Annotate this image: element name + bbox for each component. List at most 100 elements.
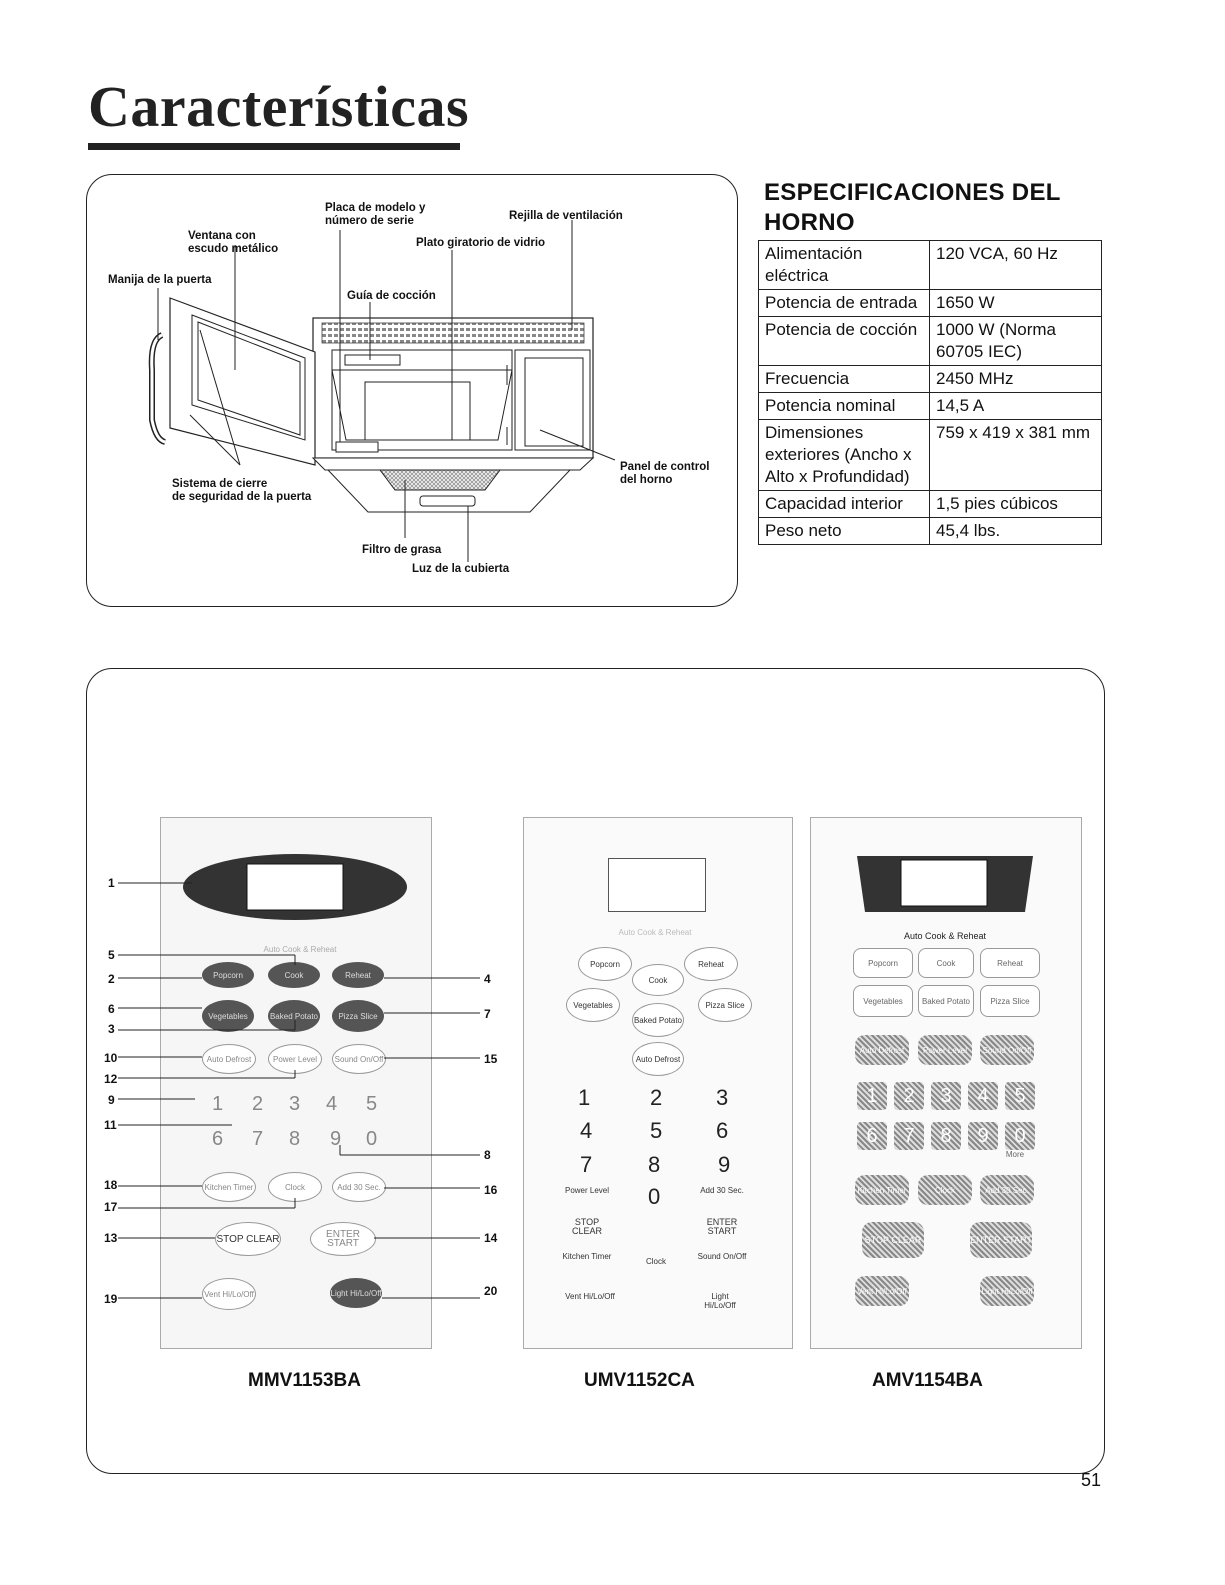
sound-button-2[interactable]: Sound On/Off xyxy=(697,1252,747,1261)
stop-clear-button-1[interactable]: STOP CLEAR xyxy=(215,1222,281,1256)
stop-clear-button-3[interactable]: STOP CLEAR xyxy=(862,1222,924,1258)
spec-value: 2450 MHz xyxy=(929,365,1102,393)
cook-button-2[interactable]: Cook xyxy=(632,964,684,996)
number-key-4[interactable]: 4 xyxy=(326,1093,338,1115)
callout-number: 5 xyxy=(108,948,115,962)
reheat-button-2[interactable]: Reheat xyxy=(684,947,738,981)
control-panels-panel xyxy=(86,668,1105,1474)
light-button-3[interactable]: Light Hi/Lo/Off xyxy=(980,1276,1034,1306)
title-underline xyxy=(88,143,460,150)
number-key-4[interactable]: 4 xyxy=(580,1118,593,1143)
number-key-0[interactable]: 0 xyxy=(648,1184,661,1209)
auto-cook-label-2: Auto Cook & Reheat xyxy=(618,928,692,937)
cook-button-3[interactable]: Cook xyxy=(918,948,974,978)
add30-button-3[interactable]: Add 30 Sec. xyxy=(980,1175,1034,1205)
spec-row: Dimensiones exteriores (Ancho x Alto x P… xyxy=(758,419,1102,491)
enter-start-button-3[interactable]: ENTER START xyxy=(970,1222,1032,1258)
baked-potato-button-3[interactable]: Baked Potato xyxy=(918,985,974,1017)
clock-button-2[interactable]: Clock xyxy=(645,1257,666,1266)
number-key-8[interactable]: 8 xyxy=(289,1128,301,1150)
vent-button-1[interactable]: Vent Hi/Lo/Off xyxy=(202,1278,256,1310)
number-key-0[interactable]: 0 xyxy=(366,1128,378,1150)
number-key-2[interactable]: 2 xyxy=(650,1085,663,1110)
spec-value: 14,5 A xyxy=(929,392,1102,420)
number-key-3[interactable]: 3 xyxy=(289,1093,301,1115)
auto-defrost-button-1[interactable]: Auto Defrost xyxy=(202,1044,256,1074)
kitchen-timer-button-1[interactable]: Kitchen Timer xyxy=(202,1172,256,1202)
enter-start-button-2[interactable]: ENTER START xyxy=(706,1217,738,1236)
add30-button-2[interactable]: Add 30 Sec. xyxy=(700,1186,744,1195)
pizza-slice-button-2[interactable]: Pizza Slice xyxy=(698,988,752,1022)
spec-value: 1,5 pies cúbicos xyxy=(929,490,1102,518)
vegetables-button-2[interactable]: Vegetables xyxy=(566,988,620,1022)
callout-number: 15 xyxy=(484,1052,498,1066)
number-key-7[interactable]: 7 xyxy=(894,1122,924,1150)
page-title: Características xyxy=(88,74,470,139)
number-key-2[interactable]: 2 xyxy=(252,1093,264,1115)
baked-potato-button-2[interactable]: Baked Potato xyxy=(632,1003,684,1037)
number-key-5[interactable]: 5 xyxy=(1005,1082,1035,1110)
kitchen-timer-button-3[interactable]: Kitchen Timer xyxy=(855,1175,909,1205)
number-key-5[interactable]: 5 xyxy=(366,1093,378,1115)
kitchen-timer-button-2[interactable]: Kitchen Timer xyxy=(562,1252,612,1261)
popcorn-button-2[interactable]: Popcorn xyxy=(578,947,632,981)
number-key-8[interactable]: 8 xyxy=(931,1122,961,1150)
number-key-6[interactable]: 6 xyxy=(212,1128,224,1150)
number-key-1[interactable]: 1 xyxy=(857,1082,887,1110)
enter-start-button-1[interactable]: ENTER START xyxy=(310,1222,376,1256)
number-key-1[interactable]: 1 xyxy=(578,1085,591,1110)
number-key-8[interactable]: 8 xyxy=(648,1152,661,1177)
baked-potato-button-1[interactable]: Baked Potato xyxy=(268,1000,320,1032)
reheat-button-1[interactable]: Reheat xyxy=(332,962,384,988)
number-key-9[interactable]: 9 xyxy=(718,1152,731,1177)
clock-button-3[interactable]: Clock xyxy=(918,1175,972,1205)
label-glass-turntable: Plato giratorio de vidrio xyxy=(416,237,546,249)
popcorn-button-3[interactable]: Popcorn xyxy=(853,948,913,978)
number-key-3[interactable]: 3 xyxy=(716,1085,729,1110)
number-key-7[interactable]: 7 xyxy=(252,1128,264,1150)
pizza-slice-button-1[interactable]: Pizza Slice xyxy=(332,1000,384,1032)
number-key-7[interactable]: 7 xyxy=(580,1152,593,1177)
spec-name: Frecuencia xyxy=(758,365,930,393)
auto-defrost-button-2[interactable]: Auto Defrost xyxy=(632,1042,684,1076)
power-level-button-3[interactable]: Power Level xyxy=(918,1035,972,1065)
spec-value: 759 x 419 x 381 mm xyxy=(929,419,1102,491)
label-door-handle: Manija de la puerta xyxy=(108,274,212,286)
more-label-3: More xyxy=(1005,1150,1025,1159)
label-grease-filter: Filtro de grasa xyxy=(362,544,442,556)
auto-defrost-button-3[interactable]: Auto Defrost xyxy=(855,1035,909,1065)
popcorn-button-1[interactable]: Popcorn xyxy=(202,962,254,988)
auto-cook-label-3: Auto Cook & Reheat xyxy=(903,931,987,941)
cook-button-1[interactable]: Cook xyxy=(268,962,320,988)
number-key-2[interactable]: 2 xyxy=(894,1082,924,1110)
number-key-4[interactable]: 4 xyxy=(968,1082,998,1110)
vegetables-button-1[interactable]: Vegetables xyxy=(202,1000,254,1032)
callout-number: 7 xyxy=(484,1007,491,1021)
number-key-9[interactable]: 9 xyxy=(330,1128,342,1150)
callout-number: 6 xyxy=(108,1002,115,1016)
power-level-button-1[interactable]: Power Level xyxy=(268,1044,322,1074)
light-button-2[interactable]: Light Hi/Lo/Off xyxy=(704,1292,736,1310)
sound-button-3[interactable]: Sound On/Off xyxy=(980,1035,1034,1065)
add30-button-1[interactable]: Add 30 Sec. xyxy=(332,1172,386,1202)
number-key-0[interactable]: 0 xyxy=(1005,1122,1035,1150)
stop-clear-button-2[interactable]: STOP CLEAR xyxy=(571,1217,602,1236)
vent-button-3[interactable]: Vent Hi/Lo/Off xyxy=(855,1276,909,1306)
number-key-5[interactable]: 5 xyxy=(650,1118,663,1143)
power-level-button-2[interactable]: Power Level xyxy=(564,1186,610,1195)
number-key-3[interactable]: 3 xyxy=(931,1082,961,1110)
callout-number: 2 xyxy=(108,972,115,986)
number-key-6[interactable]: 6 xyxy=(857,1122,887,1150)
vegetables-button-3[interactable]: Vegetables xyxy=(853,985,913,1017)
reheat-button-3[interactable]: Reheat xyxy=(980,948,1040,978)
number-key-6[interactable]: 6 xyxy=(716,1118,729,1143)
light-button-1[interactable]: Light Hi/Lo/Off xyxy=(330,1278,382,1308)
number-key-9[interactable]: 9 xyxy=(968,1122,998,1150)
callout-lines xyxy=(118,882,480,1299)
pizza-slice-button-3[interactable]: Pizza Slice xyxy=(980,985,1040,1017)
sound-button-1[interactable]: Sound On/Off xyxy=(332,1044,386,1074)
vent-button-2[interactable]: Vent Hi/Lo/Off xyxy=(565,1292,615,1301)
oven-diagram-panel xyxy=(86,174,738,607)
number-key-1[interactable]: 1 xyxy=(212,1093,224,1115)
